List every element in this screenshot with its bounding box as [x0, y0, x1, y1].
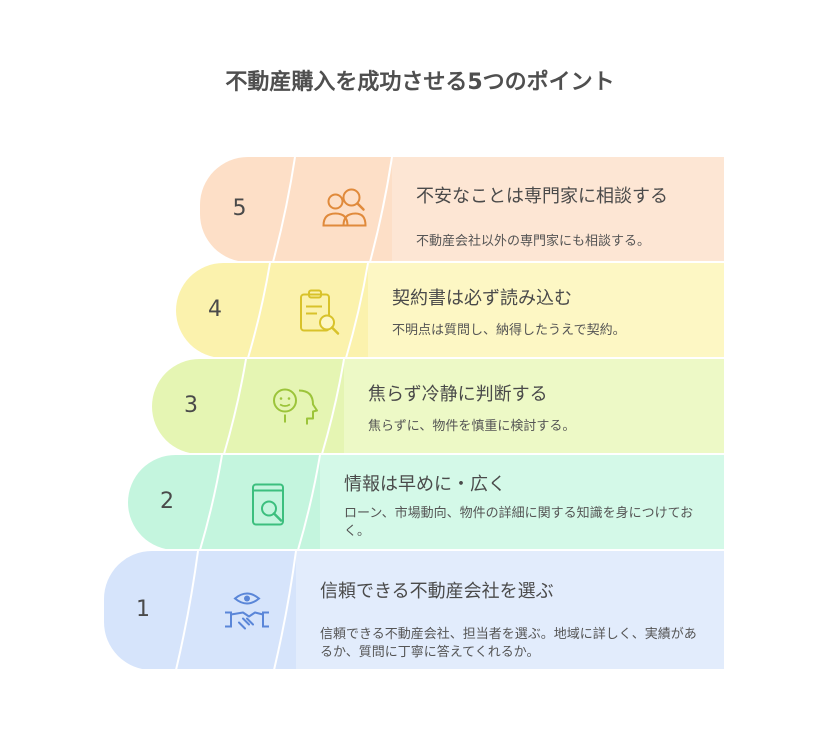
- step-divider: [273, 550, 297, 671]
- step-divider: [199, 454, 223, 551]
- step-title: 信頼できる不動産会社を選ぶ: [320, 581, 554, 602]
- step-text-area: [344, 359, 724, 454]
- step-title: 不安なことは専門家に相談する: [416, 186, 668, 207]
- step-divider: [175, 550, 199, 671]
- step-divider: [272, 156, 296, 263]
- step-text-area: [320, 455, 724, 550]
- clipboard-search-icon: [300, 289, 340, 335]
- step-number: 2: [160, 488, 174, 514]
- diagram-title: 不動産購入を成功させる5つのポイント: [225, 70, 615, 95]
- step-description: 信頼できる不動産会社、担当者を選ぶ。地域に詳しく、実績があるか、質問に丁寧に答え…: [320, 627, 697, 660]
- step-3: [152, 358, 724, 455]
- step-divider: [223, 358, 247, 455]
- step-divider: [345, 262, 369, 359]
- step-description: 不動産会社以外の専門家にも相談する。: [416, 234, 651, 249]
- step-description: 焦らずに、物件を慎重に検討する。: [368, 419, 576, 434]
- step-title: 焦らず冷静に判断する: [368, 384, 548, 405]
- step-text-area: [368, 263, 724, 358]
- consult-people-icon: [322, 188, 367, 227]
- step-title: 契約書は必ず読み込む: [392, 288, 572, 309]
- handshake-eye-icon: [225, 592, 269, 630]
- step-4: [176, 262, 724, 359]
- step-divider: [321, 358, 345, 455]
- calm-head-icon: [273, 388, 318, 425]
- step-divider: [297, 454, 321, 551]
- step-text-area: [392, 157, 724, 262]
- step-number: 4: [208, 296, 222, 322]
- step-title: 情報は早めに・広く: [344, 474, 506, 495]
- step-1: [104, 550, 724, 671]
- step-description: 不明点は質問し、納得したうえで契約。: [392, 323, 626, 338]
- step-2: [128, 454, 724, 551]
- step-text-area: [296, 551, 724, 670]
- step-number: 5: [232, 195, 247, 221]
- step-divider: [247, 262, 271, 359]
- step-number: 1: [136, 596, 150, 622]
- step-5: [200, 156, 724, 263]
- step-number: 3: [184, 392, 198, 418]
- book-search-icon: [252, 483, 284, 526]
- step-description: ローン、市場動向、物件の詳細に関する知識を身につけておく。: [344, 506, 694, 539]
- step-divider: [369, 156, 393, 263]
